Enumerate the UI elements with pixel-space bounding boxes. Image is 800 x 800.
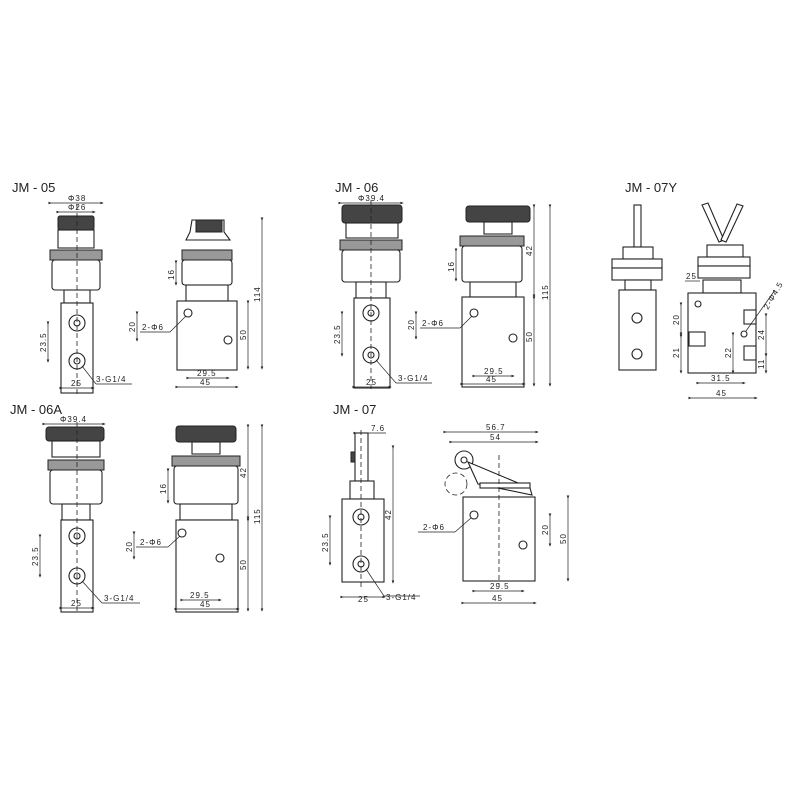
jm06-dim-hole-spacing: 20: [407, 319, 416, 330]
jm05-front-view: 16 114 50 20 2-Φ6 29.5 45: [128, 217, 264, 389]
jm06-front-view: 16 42 115 50 20 2-Φ6 29.5 45: [407, 204, 552, 388]
jm06a-side-view: Φ39.4 23.5 25 3-G1/4: [31, 415, 140, 613]
jm06-dim-pitch: 23.5: [333, 324, 342, 344]
jm07-drawing: JM - 07 7.6 42 23.5 25 3-G1/4 56.7: [321, 402, 570, 605]
jm06-dim-width-front: 45: [486, 375, 497, 384]
jm07y-dim-width-front: 45: [716, 389, 727, 398]
jm06-title: JM - 06: [335, 180, 378, 195]
jm06-dim-hole-offset: 29.5: [484, 367, 504, 376]
jm07-dim-width-front: 45: [492, 594, 503, 603]
jm05-dim-dia-outer: Φ38: [68, 194, 86, 203]
jm07-dim-lever-outer: 56.7: [486, 423, 506, 432]
jm07y-side-view: [611, 204, 663, 371]
jm07-title: JM - 07: [333, 402, 376, 417]
jm07y-dim-left-height: 21: [672, 347, 681, 358]
jm05-dim-dia-inner: Φ26: [68, 203, 86, 212]
jm06a-dim-ports: 3-G1/4: [104, 594, 134, 603]
jm06-dim-body-height: 50: [525, 331, 534, 342]
jm07-side-view: 7.6 42 23.5 25 3-G1/4: [321, 424, 420, 604]
jm05-dim-width-front: 45: [200, 378, 211, 387]
jm05-dim-ports: 3-G1/4: [96, 375, 126, 384]
jm05-dim-body-height: 50: [239, 329, 248, 340]
jm06a-dim-pitch: 23.5: [31, 546, 40, 566]
jm07-dim-width-side: 25: [358, 595, 369, 604]
jm07-dim-hole-offset: 29.5: [490, 582, 510, 591]
jm07-dim-ports: 3-G1/4: [386, 593, 416, 602]
jm05-side-view: Φ38 Φ26 23.5 25 3-G1/4: [39, 194, 132, 395]
jm06-dim-total-height: 115: [541, 284, 550, 300]
jm07-dim-body-height: 50: [559, 533, 568, 544]
jm07y-title: JM - 07Y: [625, 180, 677, 195]
jm05-dim-holes: 2-Φ6: [142, 323, 164, 332]
jm06a-dim-head-height: 42: [239, 467, 248, 478]
jm07y-front-view: 25 2-Φ4.5 20 21 22 24 11 31.5 45: [672, 202, 785, 400]
jm06a-drawing: JM - 06A Φ39.4 23.5 25 3-G1/4 1: [10, 402, 264, 613]
jm06a-title: JM - 06A: [10, 402, 62, 417]
jm07y-dim-neck: 25: [686, 272, 697, 281]
jm05-title: JM - 05: [12, 180, 55, 195]
jm06-dim-head-height: 42: [525, 245, 534, 256]
jm05-dim-total-height: 114: [253, 286, 262, 302]
jm06a-dim-total-height: 115: [253, 508, 262, 524]
jm07-dim-holes: 2-Φ6: [423, 523, 445, 532]
jm07-dim-stem-width: 7.6: [371, 424, 385, 433]
jm06a-front-view: 16 42 115 50 20 2-Φ6 29.5 45: [125, 424, 264, 613]
jm07y-drawing: JM - 07Y 25 2-Φ4.5 20 21 22 24 11: [611, 180, 785, 400]
jm06a-dim-hole-spacing: 20: [125, 541, 134, 552]
jm06a-dim-holes: 2-Φ6: [140, 538, 162, 547]
jm05-dim-collar: 16: [167, 269, 176, 280]
jm07y-dim-hole-spacing: 20: [672, 314, 681, 325]
jm07y-dim-mid-height: 22: [724, 347, 733, 358]
jm06-dim-ports: 3-G1/4: [398, 374, 428, 383]
jm05-dim-pitch: 23.5: [39, 332, 48, 352]
jm06-drawing: JM - 06 Φ39.4 23.5 25 3-G1/4 16: [333, 180, 552, 390]
jm05-dim-width-side: 25: [71, 379, 82, 388]
jm07-front-view: 56.7 54 2-Φ6 20 50 29.5 45: [418, 423, 570, 605]
jm07y-dim-hole-offset: 31.5: [711, 374, 731, 383]
jm07-dim-height-42: 42: [384, 509, 393, 520]
jm07-dim-pitch: 23.5: [321, 532, 330, 552]
jm06-dim-holes: 2-Φ6: [422, 319, 444, 328]
jm06a-dim-width-front: 45: [200, 600, 211, 609]
jm07y-dim-right-height: 24: [757, 329, 766, 340]
jm06-dim-width-side: 25: [366, 378, 377, 387]
jm05-dim-hole-offset: 29.5: [197, 369, 217, 378]
jm07y-dim-holes: 2-Φ4.5: [762, 280, 785, 311]
jm06a-dim-width-side: 25: [71, 599, 82, 608]
jm07y-dim-bottom-height: 11: [757, 359, 766, 369]
jm07-dim-lever-inner: 54: [490, 433, 501, 442]
jm07-dim-hole-spacing: 20: [541, 524, 550, 535]
jm06a-dim-hole-offset: 29.5: [190, 591, 210, 600]
jm06a-dim-dia-outer: Φ39.4: [60, 415, 87, 424]
jm05-dim-hole-spacing: 20: [128, 321, 137, 332]
jm06-dim-dia-outer: Φ39.4: [358, 194, 385, 203]
jm05-drawing: JM - 05 Φ38 Φ26 23.5 25 3-G1/4: [12, 180, 264, 395]
jm06-dim-collar: 16: [447, 261, 456, 272]
jm06a-dim-body-height: 50: [239, 559, 248, 570]
jm06-side-view: Φ39.4 23.5 25 3-G1/4: [333, 194, 432, 390]
jm06a-dim-collar: 16: [159, 483, 168, 494]
